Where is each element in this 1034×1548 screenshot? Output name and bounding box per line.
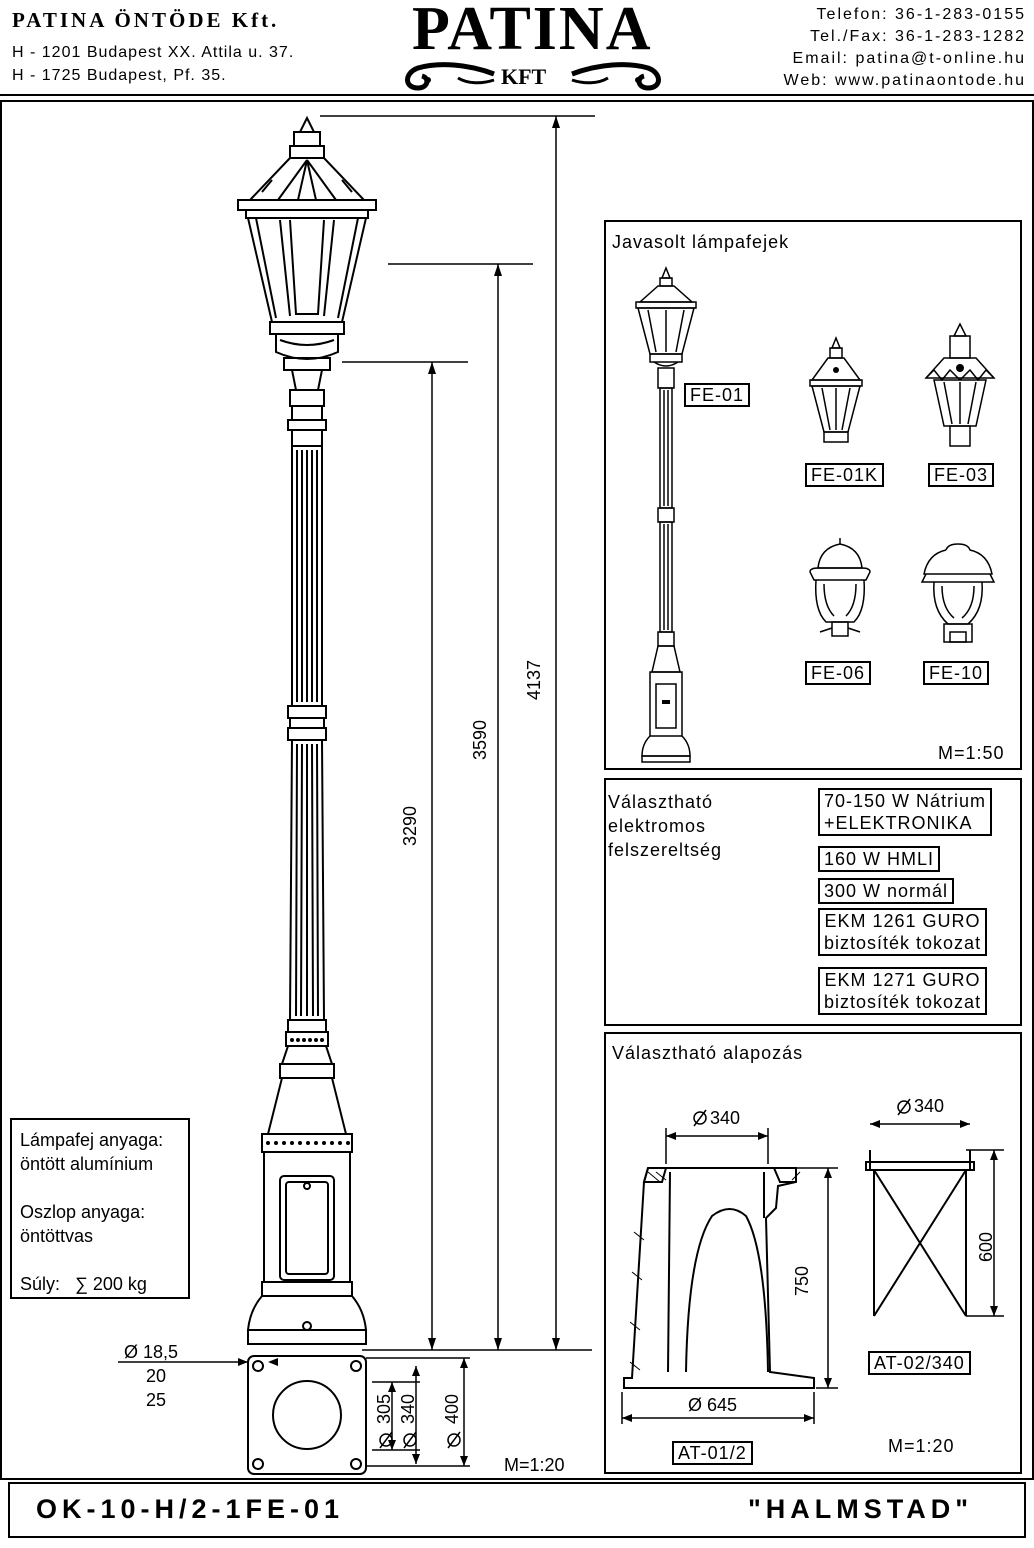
lamp-tag-fe-03[interactable]: FE-03 <box>928 463 995 487</box>
foundation-drawings <box>621 1098 1004 1424</box>
electrical-title-line-3: felszereltség <box>608 840 723 860</box>
logo-ornament-icon <box>405 62 661 91</box>
lamp-material-label: Lámpafej anyaga: <box>20 1130 164 1150</box>
lamp-tag-fe-06[interactable]: FE-06 <box>805 661 872 685</box>
electrical-option-natrium[interactable]: 70-150 W Nátrium +ELEKTRONIKA <box>818 788 993 836</box>
foundation-title: Választható alapozás <box>612 1043 804 1063</box>
foundation-b-top-dim: 340 <box>914 1096 945 1116</box>
materials-box: Lámpafej anyaga: öntött alumínium Oszlop… <box>10 1118 190 1299</box>
lamp-material-value: öntött alumínium <box>20 1154 154 1174</box>
lamp-heads-title: Javasolt lámpafejek <box>612 232 790 252</box>
electrical-title: Választható elektromos felszereltség <box>608 790 722 862</box>
electrical-option-ekm-1261[interactable]: EKM 1261 GURO biztosíték tokozat <box>818 908 988 956</box>
dim-plate-340: 340 <box>398 1393 418 1424</box>
lamp-tag-fe-01k[interactable]: FE-01K <box>805 463 885 487</box>
title-block <box>8 1482 1026 1538</box>
electrical-option-ekm-1271-line-2: biztosíték tokozat <box>824 992 982 1012</box>
contact-fax: Tel./Fax: 36-1-283-1282 <box>810 28 1026 45</box>
pole-material-label: Oszlop anyaga: <box>20 1202 146 1222</box>
lamp-heads-box <box>604 220 1022 770</box>
dim-total-height: 4137 <box>524 659 544 700</box>
dim-bolt-2: 20 <box>146 1366 167 1386</box>
foundation-tag-at-01-2[interactable]: AT-01/2 <box>672 1441 753 1465</box>
address-line-1: H - 1201 Budapest XX. Attila u. 37. <box>12 44 295 61</box>
lamp-heads-scale: M=1:50 <box>938 743 1005 763</box>
dim-bolt-1: Ø 18,5 <box>124 1342 179 1362</box>
dim-plate-305: 305 <box>374 1393 394 1424</box>
weight-value: ∑ 200 kg <box>75 1274 147 1294</box>
lamp-heads-drawings <box>635 265 996 763</box>
dim-low-height: 3290 <box>400 805 420 846</box>
main-scale: M=1:20 <box>504 1455 565 1475</box>
lamp-tag-fe-10[interactable]: FE-10 <box>923 661 990 685</box>
electrical-option-normal[interactable]: 300 W normál <box>818 878 955 904</box>
electrical-option-ekm-1261-line-1: EKM 1261 GURO <box>824 911 981 931</box>
foundation-box <box>604 1032 1022 1474</box>
product-code: OK-10-H/2-1FE-01 <box>36 1494 345 1524</box>
logo-subtitle: KFT <box>501 64 547 89</box>
foundation-a-bottom-dim: Ø 645 <box>688 1395 738 1415</box>
dim-mid-height: 3590 <box>470 719 490 760</box>
contact-email[interactable]: Email: patina@t-online.hu <box>792 50 1026 67</box>
header-divider <box>0 94 1034 96</box>
foundation-b-height-dim: 600 <box>976 1231 996 1262</box>
electrical-option-ekm-1271-line-1: EKM 1271 GURO <box>824 970 981 990</box>
foundation-scale: M=1:20 <box>888 1436 955 1456</box>
contact-phone: Telefon: 36-1-283-0155 <box>816 6 1026 23</box>
pole-material-value: öntöttvas <box>20 1226 94 1246</box>
logo-title: PATINA <box>412 0 653 63</box>
electrical-option-ekm-1271[interactable]: EKM 1271 GURO biztosíték tokozat <box>818 967 988 1015</box>
foundation-a-height-dim: 750 <box>792 1265 812 1296</box>
electrical-option-ekm-1261-line-2: biztosíték tokozat <box>824 933 982 953</box>
dim-bolt-3: 25 <box>146 1390 167 1410</box>
address-line-2: H - 1725 Budapest, Pf. 35. <box>12 67 227 84</box>
electrical-option-natrium-line-2: +ELEKTRONIKA <box>824 813 973 833</box>
weight-label: Súly: <box>20 1274 61 1294</box>
electrical-box <box>604 778 1022 1026</box>
electrical-option-hmli[interactable]: 160 W HMLI <box>818 846 941 872</box>
dim-plate-400: 400 <box>442 1393 462 1424</box>
contact-web[interactable]: Web: www.patinaontode.hu <box>783 72 1026 89</box>
electrical-option-natrium-line-1: 70-150 W Nátrium <box>824 791 987 811</box>
foundation-tag-at-02-340[interactable]: AT-02/340 <box>868 1351 971 1375</box>
weight-row: Súly: ∑ 200 kg <box>20 1272 180 1296</box>
electrical-title-line-2: elektromos <box>608 816 707 836</box>
lamp-tag-fe-01[interactable]: FE-01 <box>684 383 751 407</box>
electrical-title-line-1: Választható <box>608 792 714 812</box>
drawing-frame <box>0 100 1034 1480</box>
foundation-a-top-dim: 340 <box>710 1108 741 1128</box>
lamp-post-drawing <box>118 115 595 1475</box>
company-name: PATINA ÖNTÖDE Kft. <box>12 8 280 32</box>
product-name: "HALMSTAD" <box>748 1494 974 1524</box>
